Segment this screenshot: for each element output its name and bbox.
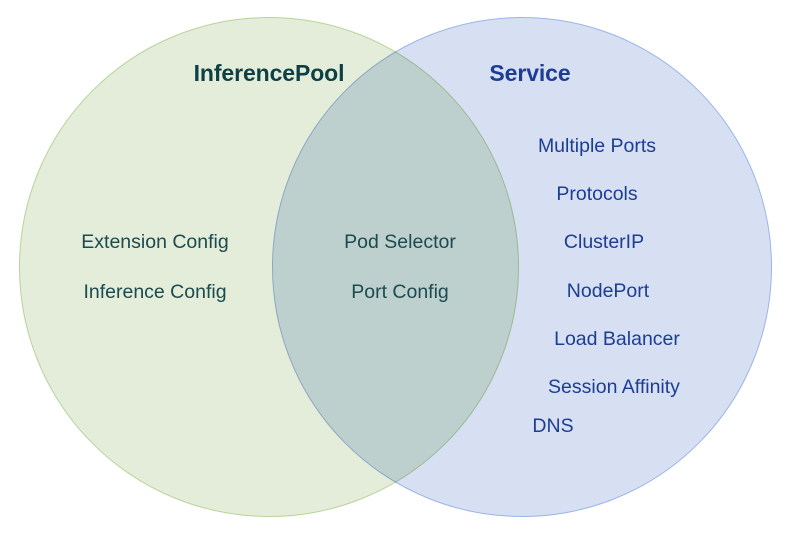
inferencepool-item-inference-config: Inference Config bbox=[83, 281, 227, 303]
service-item-protocols: Protocols bbox=[556, 183, 638, 205]
service-title: Service bbox=[489, 60, 571, 86]
shared-item-pod-selector: Pod Selector bbox=[344, 231, 456, 253]
service-item-clusterip: ClusterIP bbox=[563, 231, 645, 253]
inferencepool-item-extension-config: Extension Config bbox=[81, 231, 229, 253]
service-item-dns: DNS bbox=[532, 415, 574, 437]
service-circle bbox=[272, 17, 772, 517]
service-item-multiple-ports: Multiple Ports bbox=[537, 135, 657, 157]
shared-item-port-config: Port Config bbox=[351, 281, 449, 303]
service-item-nodeport: NodePort bbox=[566, 280, 650, 302]
inferencepool-title: InferencePool bbox=[193, 60, 345, 86]
service-item-load-balancer: Load Balancer bbox=[554, 328, 680, 350]
service-item-session-affinity: Session Affinity bbox=[548, 376, 680, 398]
